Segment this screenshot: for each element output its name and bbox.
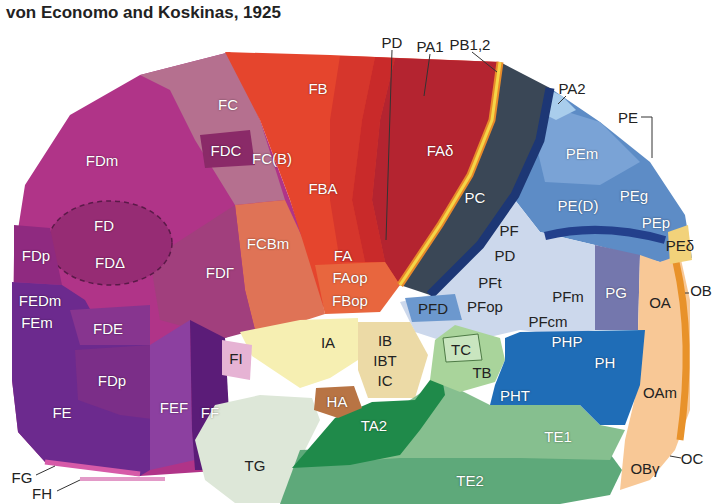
brain-area — [240, 318, 358, 388]
area-label: PFop — [467, 299, 503, 314]
area-label: FEDm — [19, 293, 62, 308]
area-label: PD — [495, 248, 516, 263]
area-label: FG — [12, 470, 33, 485]
area-label: FD — [94, 218, 114, 233]
area-label: PB1,2 — [450, 37, 491, 52]
leader-line — [57, 480, 80, 491]
brain-area — [48, 201, 172, 285]
area-label: TG — [245, 458, 266, 473]
area-label: FC(B) — [252, 151, 292, 166]
brain-area — [358, 322, 428, 398]
area-label: FH — [32, 486, 52, 501]
brain-area — [430, 88, 550, 295]
area-label: FB — [308, 81, 327, 96]
brain-area — [314, 386, 362, 418]
area-label: FC — [218, 97, 238, 112]
brain-area — [70, 305, 150, 345]
leader-line — [641, 117, 652, 158]
area-label: PEp — [642, 215, 670, 230]
area-label: FDm — [86, 153, 119, 168]
area-label: FAop — [332, 270, 367, 285]
area-label: OA — [649, 295, 671, 310]
leader-line — [386, 50, 392, 240]
area-label: PH — [595, 355, 616, 370]
area-label: PE(D) — [558, 198, 599, 213]
brain-area — [222, 340, 252, 380]
area-label: TA2 — [361, 418, 387, 433]
area-label: PFm — [552, 289, 584, 304]
area-label: PF — [499, 223, 518, 238]
area-label: PHT — [500, 388, 530, 403]
area-label: PFcm — [528, 314, 567, 329]
area-label: IBT — [373, 353, 396, 368]
area-label: PG — [605, 285, 627, 300]
area-label: OAm — [643, 385, 677, 400]
area-label: FDp — [22, 248, 50, 263]
area-label: IC — [378, 373, 393, 388]
area-label: PEm — [566, 146, 599, 161]
area-label: FCBm — [247, 236, 290, 251]
brain-area — [490, 330, 645, 425]
brain-area — [45, 462, 140, 474]
brain-area — [150, 320, 195, 470]
area-label: PFt — [478, 275, 501, 290]
brain-area — [405, 294, 462, 322]
area-label: PFD — [418, 301, 448, 316]
area-label: PC — [465, 190, 486, 205]
area-label: FDΓ — [206, 265, 234, 280]
area-label: TE2 — [456, 473, 484, 488]
area-label: FEm — [21, 315, 53, 330]
area-label: IA — [321, 335, 335, 350]
leader-line — [558, 96, 566, 104]
area-label: TE1 — [544, 429, 572, 444]
area-label: FBop — [332, 293, 368, 308]
area-label: FE — [52, 405, 71, 420]
area-label: PA2 — [558, 81, 585, 96]
brain-area — [200, 130, 255, 168]
area-label: FDC — [211, 143, 242, 158]
area-label: FEF — [160, 400, 188, 415]
area-label: FDp — [98, 373, 126, 388]
area-label: IB — [378, 333, 392, 348]
leader-line — [424, 54, 430, 96]
brain-area — [75, 345, 160, 420]
brain-area — [545, 230, 665, 240]
brain-area — [443, 334, 482, 362]
area-label: FDΔ — [95, 255, 125, 270]
leader-line — [36, 466, 55, 475]
brain-area — [595, 245, 640, 330]
area-label: FDE — [93, 321, 123, 336]
title: von Economo and Koskinas, 1925 — [6, 3, 281, 23]
brain-area — [14, 225, 62, 285]
area-label: PEg — [620, 188, 648, 203]
area-label: FBA — [308, 181, 337, 196]
area-label: HA — [327, 394, 348, 409]
brain-area — [676, 262, 686, 440]
brain-area — [315, 262, 400, 314]
brain-area — [80, 477, 165, 481]
leader-line — [472, 52, 497, 72]
area-label: OB — [690, 283, 712, 298]
area-label: PHP — [552, 334, 583, 349]
area-label: FA — [334, 248, 352, 263]
area-label: TB — [472, 365, 491, 380]
leader-line — [685, 293, 689, 294]
area-label: FI — [229, 351, 242, 366]
area-label: FAδ — [427, 143, 454, 158]
area-label: OBγ — [630, 461, 659, 476]
brain-area — [292, 365, 445, 468]
area-label: PEδ — [666, 238, 694, 253]
area-label: PD — [382, 35, 403, 50]
leader-line — [670, 456, 681, 458]
brain-area — [430, 325, 505, 392]
area-label: PE — [618, 110, 638, 125]
area-label: FF — [201, 405, 219, 420]
area-label: PA1 — [416, 39, 443, 54]
area-label: TC — [451, 342, 471, 357]
area-label: OC — [681, 451, 704, 466]
